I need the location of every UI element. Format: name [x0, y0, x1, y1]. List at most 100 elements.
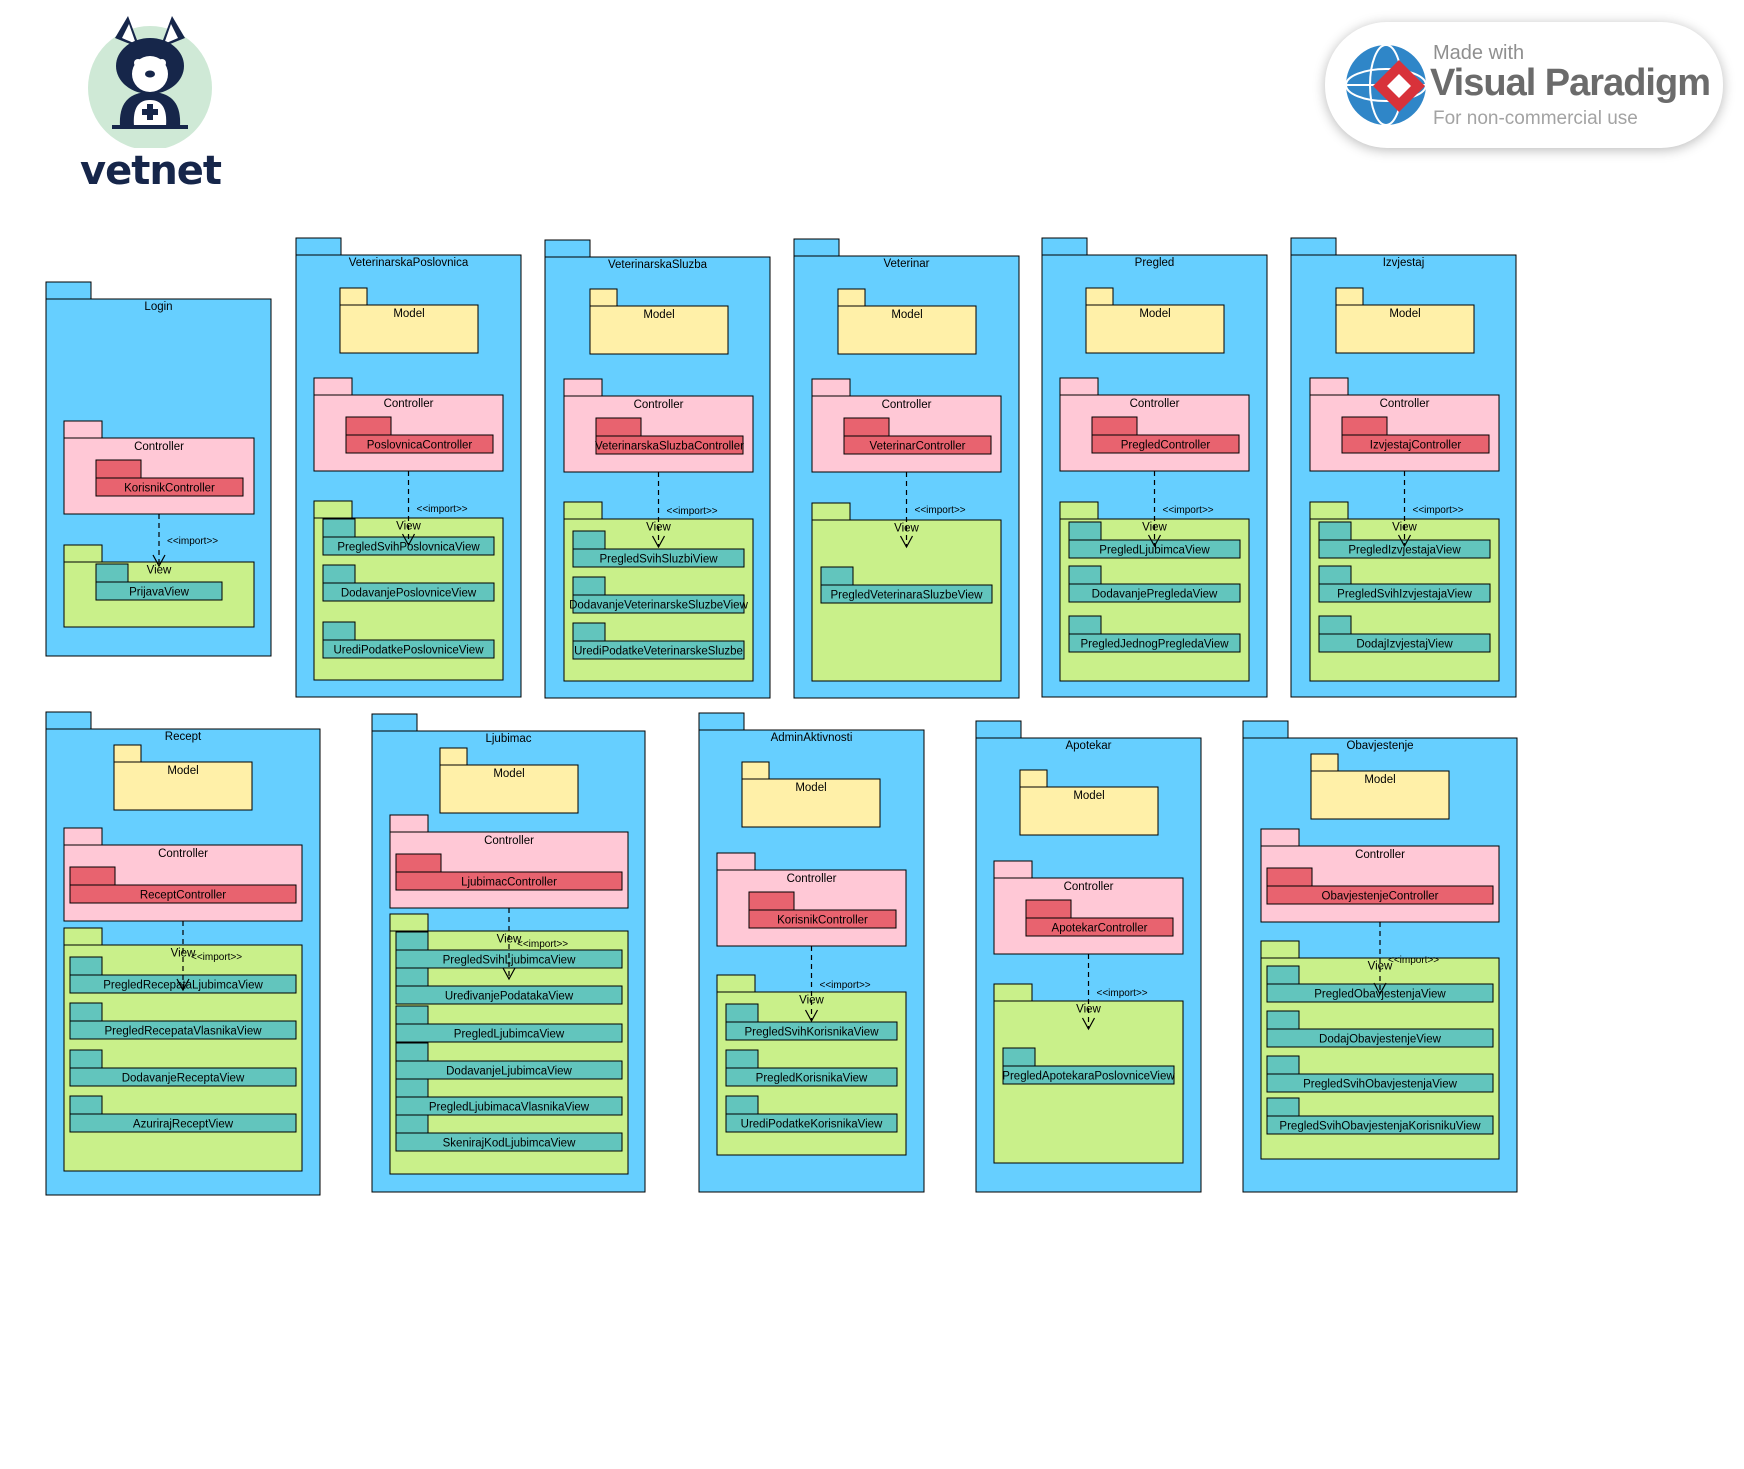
model-title: Model	[795, 782, 826, 794]
view-class-label: PregledLjubimacaVlasnikaView	[429, 1102, 590, 1114]
controller-class-label: VeterinarController	[870, 441, 966, 453]
import-dependency-label: <<import>>	[191, 952, 242, 963]
controller-class-label: LjubimacController	[461, 877, 557, 889]
view-class: UrediPodatkeVeterinarskeSluzbe	[572, 622, 745, 660]
model-title: Model	[1389, 308, 1420, 320]
import-dependency: <<import>>	[651, 472, 718, 549]
package-pregled: PregledModelControllerPregledControllerV…	[1041, 237, 1268, 698]
package-title: VeterinarskaSluzba	[608, 259, 708, 271]
view-class-label: DodavanjeVeterinarskeSluzbeView	[569, 600, 748, 612]
import-dependency-label: <<import>>	[167, 536, 218, 547]
view-class: PregledLjubimcaView	[395, 1005, 623, 1043]
controller-title: Controller	[1130, 398, 1180, 410]
controller-title: Controller	[1355, 849, 1405, 861]
package-title: Pregled	[1135, 257, 1175, 269]
package-title: Veterinar	[883, 258, 929, 270]
view-class: PregledIzvjestajaView	[1318, 521, 1491, 559]
view-class-label: AzurirajReceptView	[133, 1119, 234, 1131]
import-dependency: <<import>>	[1397, 471, 1464, 548]
view-class: DodavanjePregledaView	[1068, 565, 1241, 603]
package-title: VeterinarskaPoslovnica	[349, 257, 469, 269]
controller-title: Controller	[484, 835, 534, 847]
view-class-label: PregledSvihObavjestenjaKorisnikuView	[1279, 1121, 1481, 1133]
view-class-label: PregledSvihLjubimcaView	[443, 955, 576, 967]
import-dependency: <<import>>	[1081, 954, 1148, 1031]
view-class-label: PregledVeterinaraSluzbeView	[831, 590, 984, 602]
controller-class: KorisnikController	[748, 891, 897, 929]
view-class-label: PrijavaView	[129, 587, 190, 599]
view-package: ViewPregledLjubimcaViewDodavanjePregleda…	[1059, 501, 1250, 682]
import-dependency: <<import>>	[1147, 471, 1214, 548]
import-dependency: <<import>>	[152, 514, 218, 568]
import-dependency: <<import>>	[899, 472, 966, 549]
package-obavjestenje: ObavjestenjeModelControllerObavjestenjeC…	[1242, 720, 1518, 1193]
model-title: Model	[493, 768, 524, 780]
package-title: Recept	[165, 731, 202, 743]
view-class-label: PregledSvihKorisnikaView	[744, 1027, 879, 1039]
controller-class: KorisnikController	[95, 459, 244, 497]
controller-title: Controller	[634, 399, 684, 411]
package-title: Izvjestaj	[1383, 257, 1425, 269]
view-class: PregledRecepataVlasnikaView	[69, 1002, 297, 1040]
view-class: UrediPodatkePoslovniceView	[322, 621, 495, 659]
import-dependency-label: <<import>>	[667, 506, 718, 517]
view-class-label: DodajObavjestenjeView	[1319, 1034, 1442, 1046]
watermark-noncommercial: For non-commercial use	[1433, 108, 1638, 129]
package-title: Obavjestenje	[1346, 740, 1413, 752]
import-dependency-label: <<import>>	[1388, 955, 1439, 966]
view-class: DodavanjePoslovniceView	[322, 564, 495, 602]
model-package: Model	[589, 288, 729, 355]
package-apotekar: ApotekarModelControllerApotekarControlle…	[975, 720, 1202, 1193]
model-title: Model	[891, 309, 922, 321]
import-dependency: <<import>>	[502, 908, 568, 981]
view-class: UređivanjePodatakaView	[395, 967, 623, 1005]
controller-class-label: ApotekarController	[1052, 923, 1148, 935]
controller-class-label: VeterinarskaSluzbaController	[595, 441, 744, 453]
logo-wordmark: vetnet	[80, 148, 222, 194]
view-class-label: PregledApotekaraPoslovniceView	[1002, 1071, 1175, 1083]
model-package: Model	[1019, 769, 1159, 836]
view-class-label: SkenirajKodLjubimcaView	[443, 1138, 576, 1150]
model-package: Model	[439, 747, 579, 814]
package-title: Apotekar	[1065, 740, 1111, 752]
view-class-label: PregledSvihIzvjestajaView	[1337, 589, 1472, 601]
import-dependency-label: <<import>>	[1097, 988, 1148, 999]
view-class-label: PregledLjubimcaView	[454, 1029, 565, 1041]
package-login: LoginControllerKorisnikControllerViewPri…	[45, 281, 272, 657]
model-package: Model	[1335, 287, 1475, 354]
package-ljubimac: LjubimacModelControllerLjubimacControlle…	[371, 713, 646, 1193]
view-class: DodajIzvjestajView	[1318, 615, 1491, 653]
view-title: View	[147, 565, 172, 577]
view-class: UrediPodatkeKorisnikaView	[725, 1095, 898, 1133]
controller-title: Controller	[134, 441, 184, 453]
view-class: PregledSvihObavjestenjaKorisnikuView	[1266, 1097, 1494, 1135]
view-package: ViewPregledRecepataLjubimcaViewPregledRe…	[63, 927, 303, 1172]
view-class: PregledLjubimcaView	[1068, 521, 1241, 559]
controller-class: PregledController	[1091, 416, 1240, 454]
import-dependency-label: <<import>>	[1163, 505, 1214, 516]
controller-class-label: PregledController	[1121, 440, 1211, 452]
controller-title: Controller	[882, 399, 932, 411]
model-title: Model	[393, 308, 424, 320]
view-class: PregledSvihSluzbiView	[572, 530, 745, 568]
controller-class: ObavjestenjeController	[1266, 867, 1494, 905]
import-dependency: <<import>>	[176, 921, 242, 992]
view-class: PregledLjubimacaVlasnikaView	[395, 1078, 623, 1116]
model-title: Model	[167, 765, 198, 777]
controller-class-label: PoslovnicaController	[367, 440, 473, 452]
import-dependency: <<import>>	[804, 946, 871, 1023]
view-class-label: PregledJednogPregledaView	[1080, 639, 1229, 651]
view-class-label: PregledRecepataVlasnikaView	[104, 1026, 262, 1038]
controller-class-label: KorisnikController	[124, 483, 215, 495]
view-class: DodavanjeVeterinarskeSluzbeView	[569, 576, 749, 614]
model-package: Model	[837, 288, 977, 355]
dog-icon	[88, 16, 212, 150]
vetnet-logo: vetnet	[70, 8, 230, 198]
view-class: DodavanjeReceptaView	[69, 1049, 297, 1087]
